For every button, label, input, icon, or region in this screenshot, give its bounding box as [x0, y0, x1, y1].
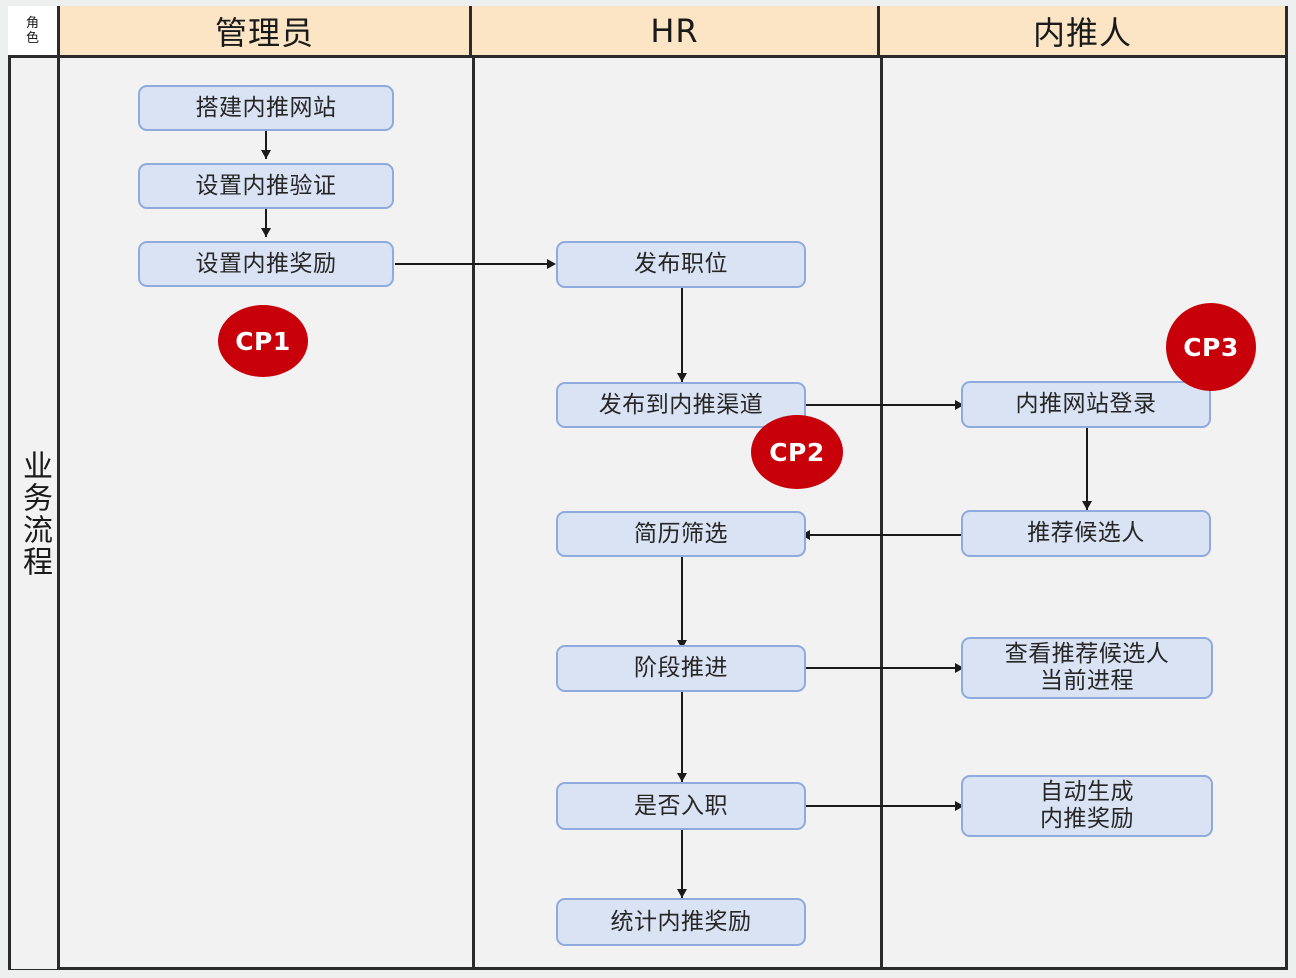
arrowhead-postjob-to-channel — [677, 373, 687, 382]
edge-recommend-to-screen — [806, 534, 961, 536]
lane-header-admin: 管理员 — [60, 6, 472, 58]
arrowhead-screen-to-stage — [677, 640, 687, 649]
node-build-site[interactable]: 搭建内推网站 — [138, 85, 394, 131]
edge-screen-to-stage — [681, 557, 683, 649]
node-onboard-decision[interactable]: 是否入职 — [556, 782, 806, 830]
badge-cp1[interactable]: CP1 — [218, 305, 308, 377]
node-view-progress[interactable]: 查看推荐候选人 当前进程 — [961, 637, 1213, 699]
node-reward-stats[interactable]: 统计内推奖励 — [556, 898, 806, 946]
arrowhead-verify-to-reward — [261, 228, 271, 237]
node-post-channel[interactable]: 发布到内推渠道 — [556, 382, 806, 428]
edge-postjob-to-channel — [681, 288, 683, 382]
node-site-login[interactable]: 内推网站登录 — [961, 381, 1211, 428]
lane-divider-admin-hr — [472, 58, 475, 969]
side-label-business-process: 业务流程 — [11, 58, 60, 969]
corner-role-line2: 色 — [25, 30, 39, 46]
corner-role-line1: 角 — [25, 15, 39, 31]
lane-header-row: 角 色 管理员 HR 内推人 — [8, 6, 1288, 58]
arrowhead-stage-to-progress — [955, 663, 964, 673]
edge-verify-to-reward — [265, 209, 267, 237]
arrowhead-channel-to-login — [955, 400, 964, 410]
badge-cp3[interactable]: CP3 — [1166, 303, 1256, 391]
edge-onboard-to-autoreward — [806, 805, 961, 807]
corner-role-header: 角 色 — [8, 6, 60, 58]
lane-divider-hr-referrer — [880, 58, 883, 969]
arrowhead-reward-to-postjob — [547, 259, 556, 269]
arrowhead-build-to-verify — [261, 150, 271, 159]
node-stage-advance[interactable]: 阶段推进 — [556, 645, 806, 692]
node-set-verify[interactable]: 设置内推验证 — [138, 163, 394, 209]
node-set-reward[interactable]: 设置内推奖励 — [138, 241, 394, 287]
side-label-text: 业务流程 — [17, 449, 52, 578]
node-recommend-candidate[interactable]: 推荐候选人 — [961, 510, 1211, 557]
lane-header-hr: HR — [472, 6, 880, 58]
node-resume-screen[interactable]: 简历筛选 — [556, 511, 806, 557]
node-auto-reward[interactable]: 自动生成 内推奖励 — [961, 775, 1213, 837]
arrowhead-onboard-to-autoreward — [955, 801, 964, 811]
badge-cp2[interactable]: CP2 — [751, 415, 843, 489]
edge-login-to-recommend — [1086, 428, 1088, 510]
edge-stage-to-onboard — [681, 692, 683, 782]
arrowhead-login-to-recommend — [1082, 501, 1092, 510]
edge-onboard-to-stats — [681, 830, 683, 898]
edge-stage-to-progress — [806, 667, 961, 669]
edge-channel-to-login — [806, 404, 961, 406]
edge-reward-to-postjob — [395, 263, 553, 265]
node-post-job[interactable]: 发布职位 — [556, 241, 806, 288]
arrowhead-onboard-to-stats — [677, 889, 687, 898]
lane-header-referrer: 内推人 — [880, 6, 1285, 58]
arrowhead-stage-to-onboard — [677, 773, 687, 782]
edge-build-to-verify — [265, 131, 267, 159]
